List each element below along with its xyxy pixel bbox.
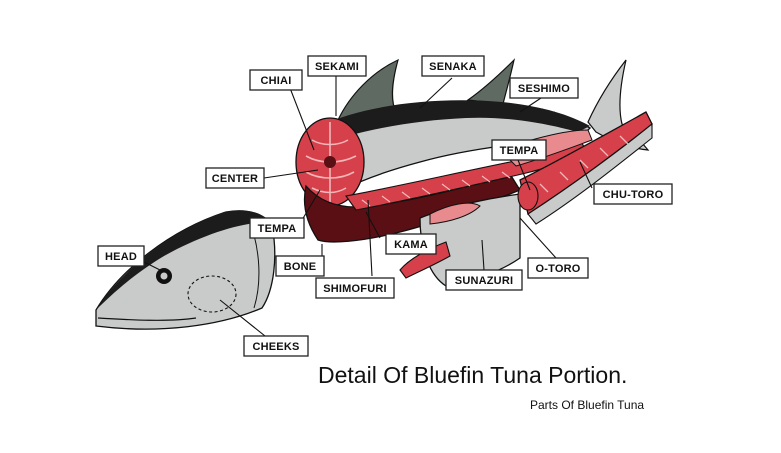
label-sunazuri-text: SUNAZURI bbox=[455, 275, 513, 287]
label-tempa-lower-text: TEMPA bbox=[258, 223, 297, 235]
label-o-toro: O-TORO bbox=[527, 257, 589, 279]
diagram-title: Detail Of Bluefin Tuna Portion. bbox=[318, 362, 628, 388]
label-bone-text: BONE bbox=[284, 261, 317, 273]
label-chu-toro-text: CHU-TORO bbox=[603, 189, 664, 201]
label-senaka-text: SENAKA bbox=[429, 61, 477, 73]
o-toro-cut-face bbox=[517, 181, 539, 211]
belly-flesh-lines bbox=[361, 171, 511, 207]
o-toro-lines bbox=[539, 135, 629, 193]
label-kama: KAMA bbox=[385, 233, 437, 255]
label-chiai: CHIAI bbox=[249, 69, 303, 91]
label-o-toro-text: O-TORO bbox=[536, 263, 581, 275]
label-senaka: SENAKA bbox=[421, 55, 485, 77]
label-tempa-upper-text: TEMPA bbox=[500, 145, 539, 157]
dorsal-fin bbox=[336, 58, 399, 121]
sunazuri-piece bbox=[399, 241, 451, 279]
label-chu-toro: CHU-TORO bbox=[593, 183, 673, 205]
o-toro-skin bbox=[527, 122, 653, 225]
label-seshimo-text: SESHIMO bbox=[518, 83, 570, 95]
label-tempa-lower: TEMPA bbox=[249, 217, 305, 239]
label-sekami-text: SEKAMI bbox=[315, 61, 359, 73]
label-bone: BONE bbox=[275, 255, 325, 277]
label-cheeks: CHEEKS bbox=[243, 335, 309, 357]
label-seshimo: SESHIMO bbox=[509, 77, 579, 99]
diagram-subtitle: Parts Of Bluefin Tuna bbox=[530, 398, 645, 412]
label-center-text: CENTER bbox=[212, 173, 258, 185]
cheek-outline bbox=[187, 275, 237, 313]
label-kama-text: KAMA bbox=[394, 239, 428, 251]
head bbox=[95, 210, 276, 330]
label-tempa-upper: TEMPA bbox=[491, 139, 547, 161]
label-sekami: SEKAMI bbox=[307, 55, 367, 77]
label-shimofuri-text: SHIMOFURI bbox=[323, 283, 387, 295]
kama-cut bbox=[429, 202, 481, 225]
chiai-spot bbox=[324, 156, 336, 168]
label-head-text: HEAD bbox=[105, 251, 137, 263]
tuna-illustration bbox=[95, 58, 653, 330]
second-dorsal-fin bbox=[466, 58, 516, 105]
label-head: HEAD bbox=[97, 245, 145, 267]
label-shimofuri: SHIMOFURI bbox=[315, 277, 395, 299]
label-chiai-text: CHIAI bbox=[261, 75, 292, 87]
mouth-line bbox=[97, 317, 197, 321]
label-cheeks-text: CHEEKS bbox=[252, 341, 299, 353]
label-sunazuri: SUNAZURI bbox=[445, 269, 523, 291]
label-center: CENTER bbox=[205, 167, 265, 189]
eye-highlight bbox=[160, 272, 168, 280]
